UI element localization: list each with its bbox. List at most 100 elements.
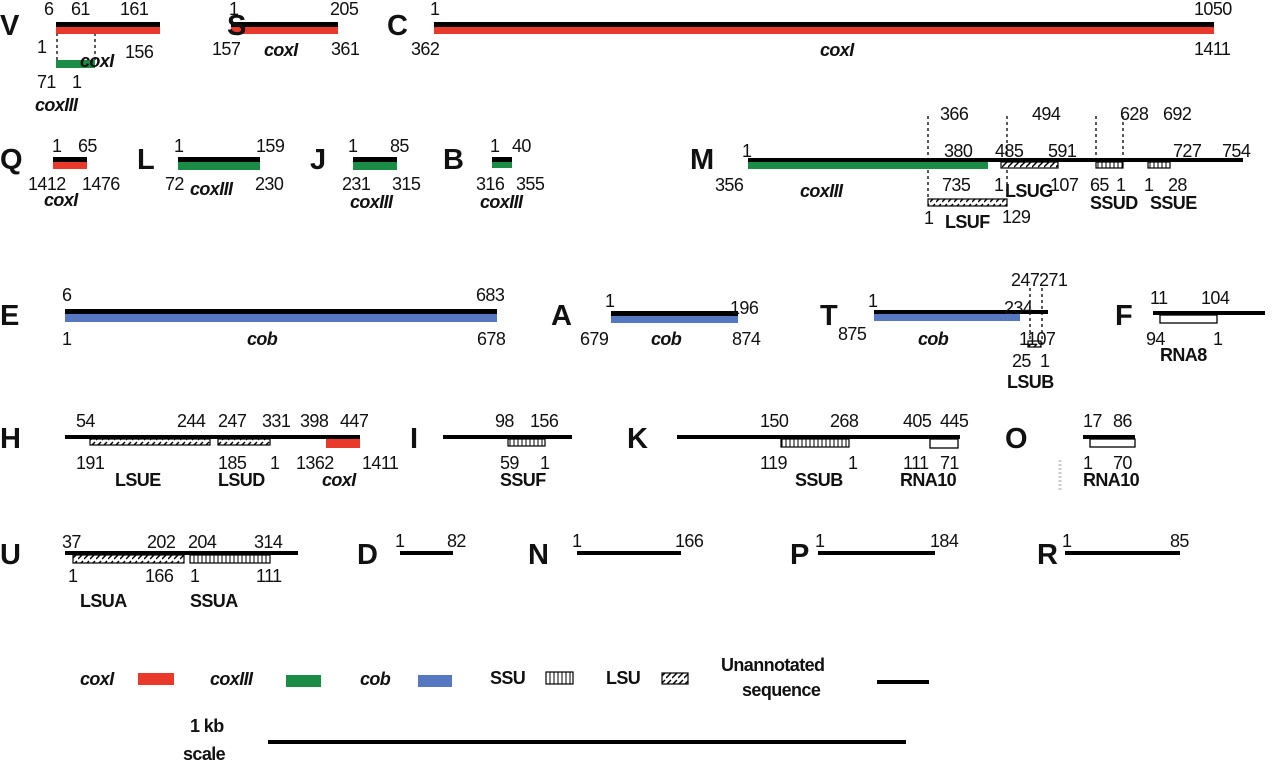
chromosome-V: [56, 22, 160, 68]
gene-label: SSUF: [500, 470, 546, 490]
gene-label: RNA10: [1083, 470, 1140, 490]
chromosome-R: [1065, 551, 1180, 555]
legend-coxIII-swatch: [286, 675, 321, 687]
legend-lsu-swatch: [661, 672, 689, 685]
position-label: 683: [476, 285, 505, 305]
position-label: 17: [1083, 411, 1102, 431]
position-label: 628: [1120, 104, 1149, 124]
scale-label: 1 kb: [190, 716, 224, 736]
gene-label: coxIII: [480, 192, 523, 212]
position-label: 71: [37, 72, 56, 92]
position-label: 150: [760, 411, 789, 431]
position-label: 65: [78, 136, 97, 156]
position-label: 1: [62, 329, 72, 349]
position-label: 1: [72, 72, 82, 92]
position-label: 202: [147, 532, 176, 552]
position-label: 6: [44, 0, 54, 19]
position-label: 1: [1213, 329, 1223, 349]
position-label: 875: [838, 324, 867, 344]
chromosome-C: [434, 22, 1214, 34]
chromosome-R-letter: R: [1037, 539, 1058, 571]
position-label: 1: [572, 531, 582, 551]
chromosome-E: [65, 309, 497, 322]
legend-unannotated-label-2: sequence: [742, 680, 821, 700]
chromosome-T-letter: T: [820, 300, 838, 332]
chromosome-F-letter: F: [1115, 300, 1133, 332]
chromosome-P-letter: P: [790, 539, 809, 571]
position-label: 65: [1090, 175, 1109, 195]
position-label: 159: [256, 136, 285, 156]
legend-cob-swatch: [418, 675, 452, 687]
position-label: 447: [340, 411, 369, 431]
position-label: 72: [165, 174, 184, 194]
position-label: 70: [1113, 453, 1132, 473]
chromosome-A: [611, 311, 738, 323]
position-label: 71: [940, 453, 959, 473]
legend-coxIII-label: coxIII: [210, 669, 253, 689]
position-label: 1411: [1194, 39, 1231, 59]
gene-label: cob: [918, 329, 949, 349]
position-label: 1: [1116, 175, 1126, 195]
position-label: 1: [540, 453, 550, 473]
gene-label: LSUD: [218, 470, 265, 490]
position-label: 191: [76, 453, 105, 473]
position-label: 1: [174, 136, 184, 156]
position-label: 754: [1222, 141, 1251, 161]
gene-label: SSUD: [1090, 193, 1138, 213]
LSUF-box: [927, 198, 1008, 207]
position-label: 98: [495, 411, 514, 431]
position-label: 485: [995, 141, 1024, 161]
chromosome-H: [65, 435, 360, 448]
chromosome-Q: [53, 157, 87, 169]
position-label: 380: [944, 141, 973, 161]
gene-label: coxI: [44, 190, 78, 210]
gene-label: SSUA: [190, 591, 238, 611]
legend-coxI-label: coxI: [80, 669, 114, 689]
gene-label: coxI: [322, 470, 356, 490]
position-label: 1: [1083, 453, 1093, 473]
chromosome-T: [874, 310, 1048, 348]
gene-label: LSUB: [1007, 372, 1054, 392]
chromosome-C-letter: C: [387, 10, 408, 42]
position-label: 1: [868, 291, 878, 311]
chromosome-U: [65, 551, 298, 564]
chromosome-D: [400, 551, 453, 555]
chromosome-E-letter: E: [0, 300, 19, 332]
chromosome-B-letter: B: [443, 144, 464, 176]
position-label: 185: [218, 453, 247, 473]
position-label: 28: [1168, 175, 1187, 195]
position-label: 166: [145, 566, 174, 586]
position-label: 678: [477, 329, 506, 349]
position-label: 119: [760, 453, 788, 473]
position-label: 1: [270, 453, 280, 473]
chromosome-S-letter: S: [227, 10, 246, 42]
gene-label: cob: [651, 329, 682, 349]
chromosome-F: [1153, 311, 1265, 324]
position-label: 82: [447, 531, 466, 551]
position-label: 247: [1011, 270, 1040, 290]
position-label: 1: [430, 0, 440, 19]
position-label: 356: [715, 175, 744, 195]
position-label: 1: [490, 136, 500, 156]
gene-label: LSUE: [115, 470, 161, 490]
gene-label: LSUF: [945, 212, 990, 232]
position-label: 1476: [82, 174, 120, 194]
position-label: 1: [924, 208, 934, 228]
position-label: 1411: [362, 453, 399, 473]
chromosome-K-letter: K: [627, 423, 648, 455]
chromosome-Q-letter: Q: [0, 144, 23, 176]
gene-label: coxI: [80, 51, 114, 71]
position-label: 1: [229, 0, 239, 19]
position-label: 874: [732, 329, 761, 349]
chromosome-U-letter: U: [0, 539, 21, 571]
chromosome-M-letter: M: [690, 144, 714, 176]
position-label: 1: [348, 136, 358, 156]
gene-label: RNA10: [900, 470, 957, 490]
position-label: 1362: [296, 453, 334, 473]
position-label: 1: [1144, 175, 1154, 195]
legend-ssu-swatch: [545, 671, 574, 685]
chromosome-K: [677, 435, 960, 449]
position-label: 156: [125, 42, 154, 62]
position-label: 111: [903, 453, 929, 473]
